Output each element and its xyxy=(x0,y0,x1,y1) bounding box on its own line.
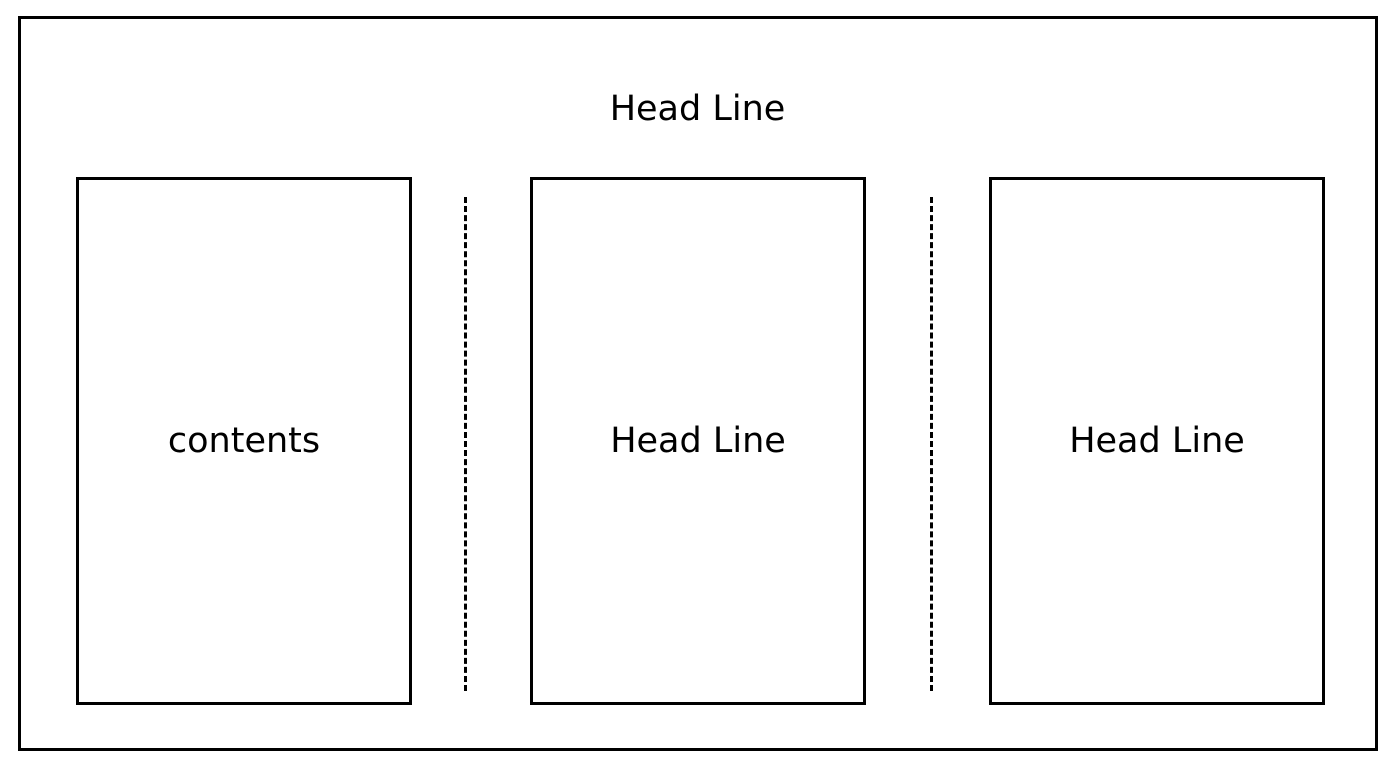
panel-label: Head Line xyxy=(610,421,786,461)
page-title: Head Line xyxy=(609,89,786,129)
outer-frame xyxy=(18,16,1378,751)
dashed-divider-left xyxy=(464,197,467,691)
panel-label: contents xyxy=(167,421,321,461)
dashed-divider-right xyxy=(930,197,933,691)
panel-center: Head Line xyxy=(530,177,866,705)
panel-label: Head Line xyxy=(1069,421,1245,461)
panel-right: Head Line xyxy=(989,177,1325,705)
panel-contents: contents xyxy=(76,177,412,705)
